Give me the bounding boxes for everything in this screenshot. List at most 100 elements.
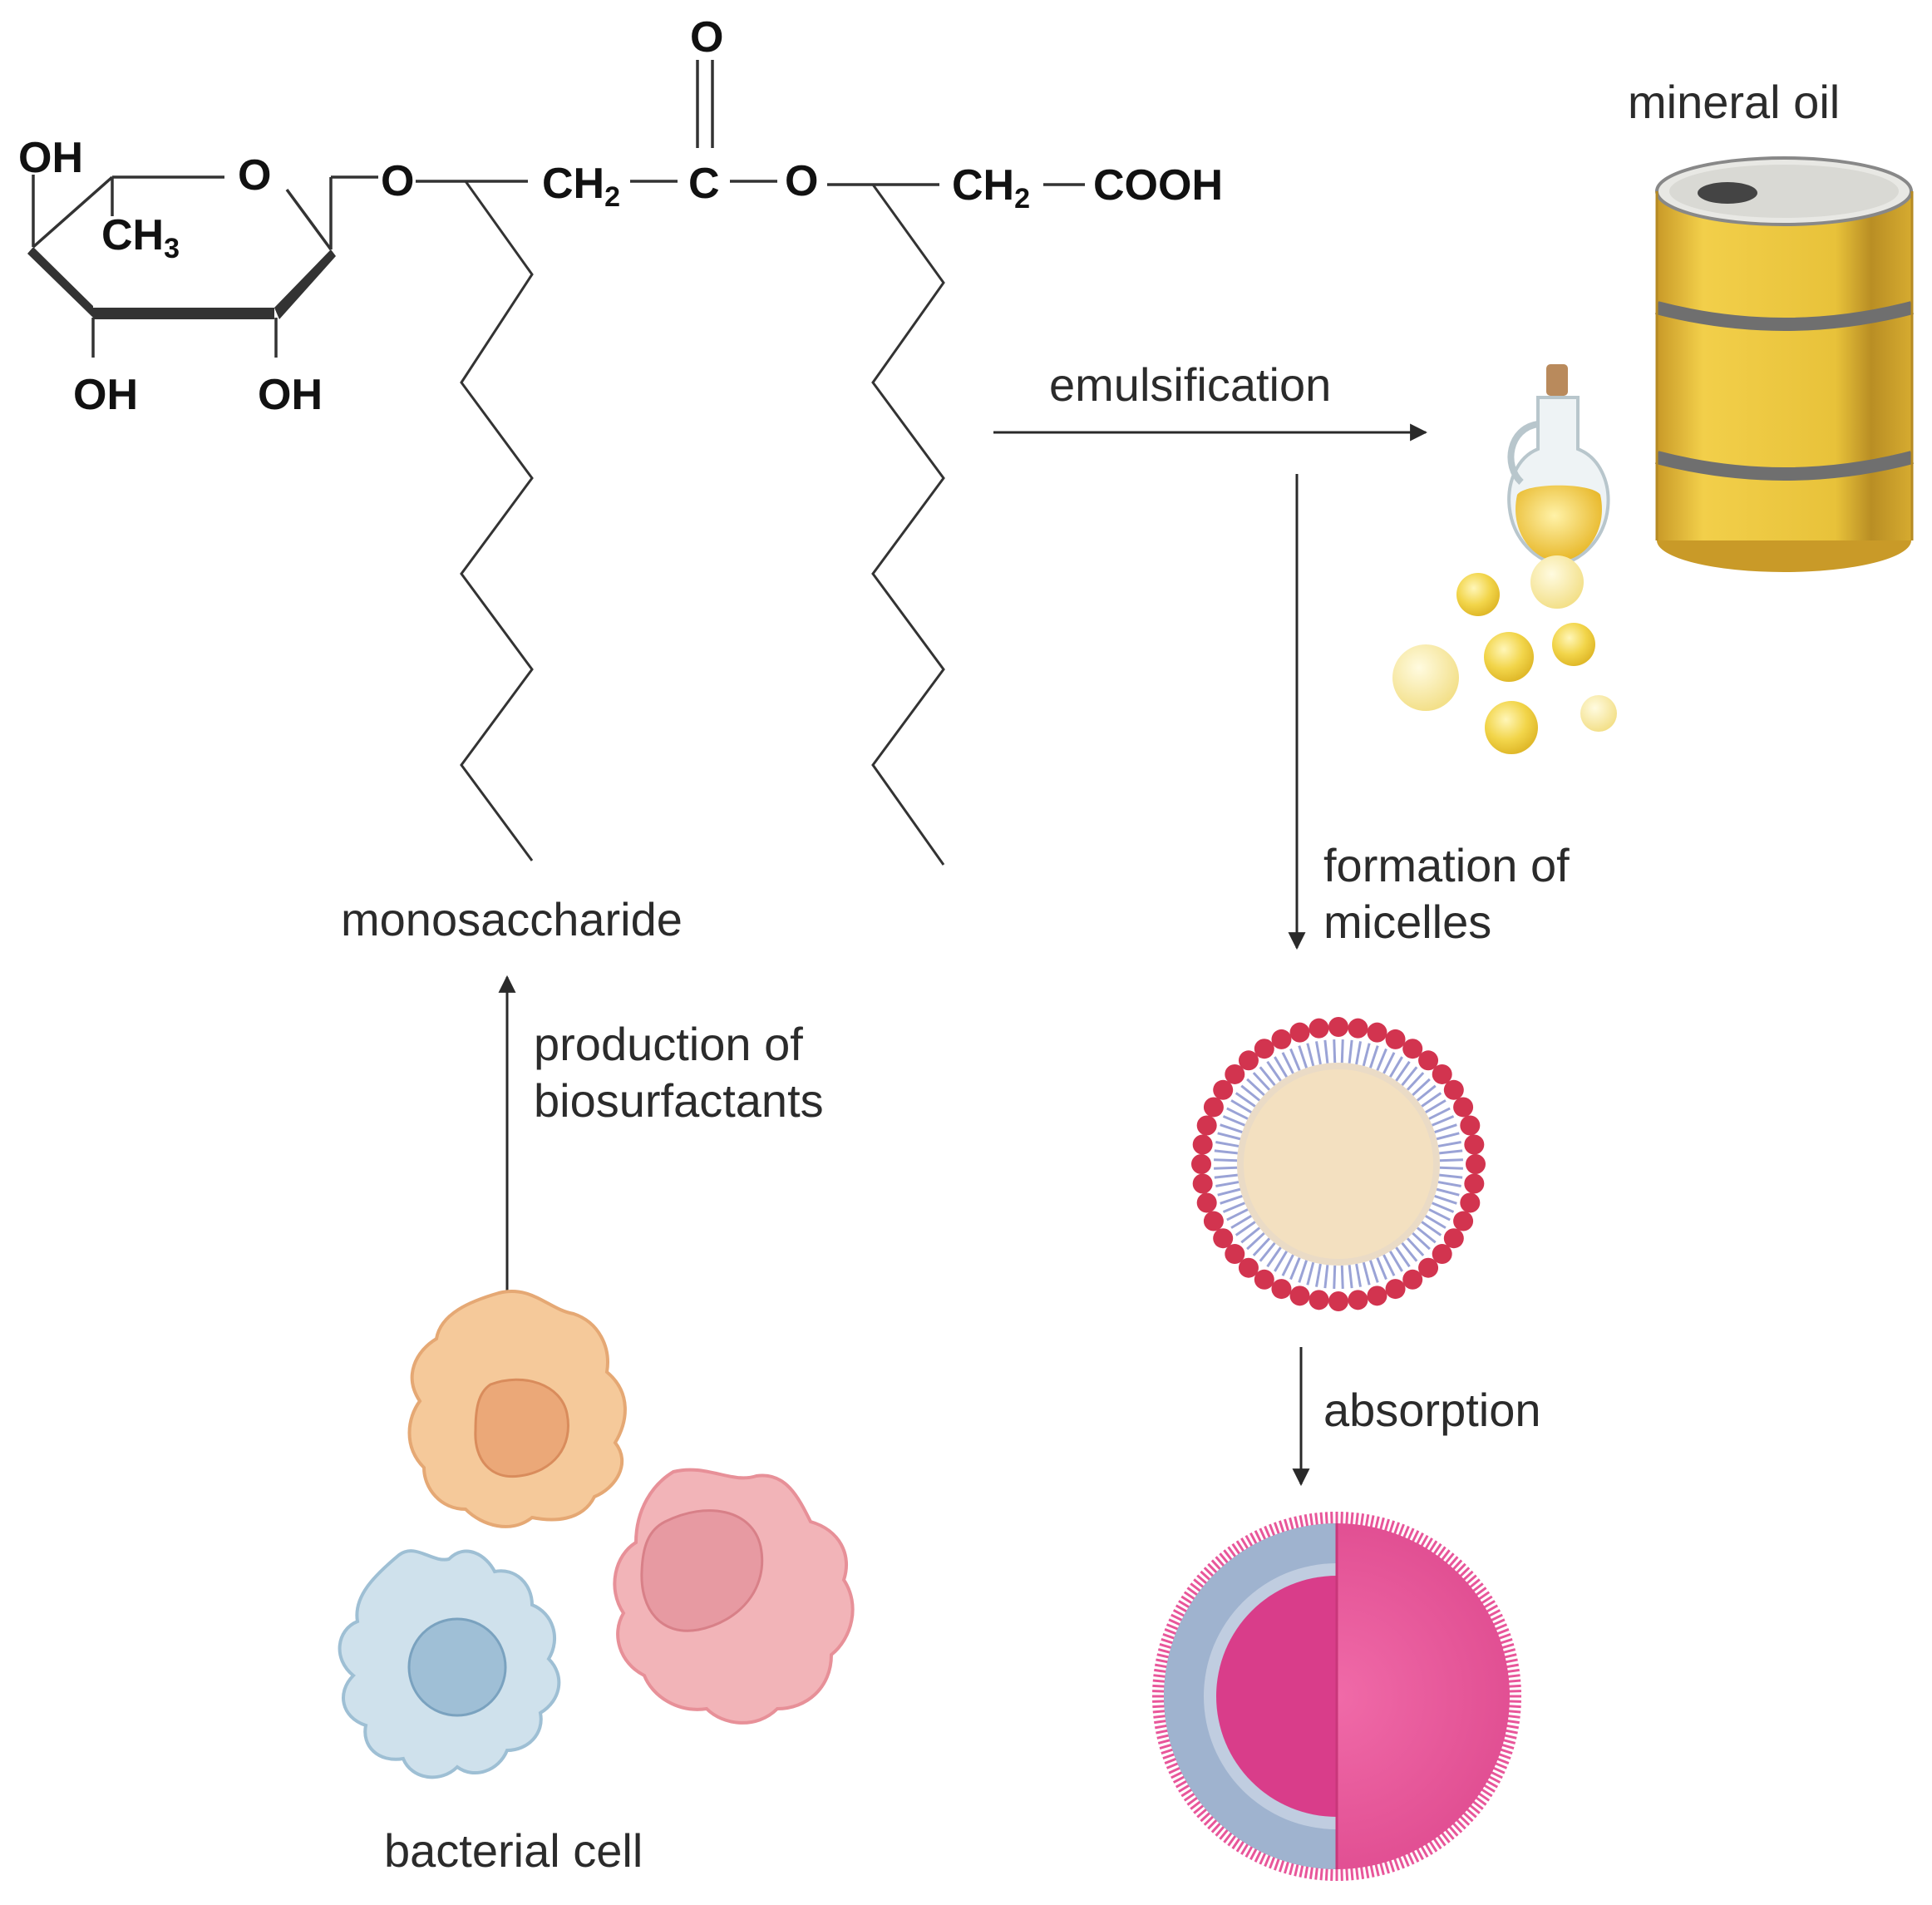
micelle-head: [1203, 1211, 1224, 1231]
micelle-head: [1192, 1173, 1213, 1194]
micelle-tail: [1314, 1041, 1322, 1065]
micelle-head: [1254, 1039, 1274, 1059]
micelle-head: [1348, 1018, 1368, 1039]
micelle-tail: [1362, 1261, 1371, 1286]
micelle-tail: [1214, 1166, 1238, 1170]
micelle-tail: [1235, 1221, 1256, 1236]
micelle-tail: [1217, 1187, 1241, 1197]
micelle-head: [1289, 1022, 1310, 1043]
micelle-head: [1196, 1115, 1217, 1136]
micelle-tail: [1434, 1123, 1457, 1133]
ring-oxygen-label: O: [238, 151, 271, 200]
micelle-tail: [1230, 1099, 1252, 1113]
micelle-head: [1309, 1018, 1329, 1039]
cooh-label: COOH: [1093, 161, 1223, 210]
micelle-tail: [1439, 1158, 1463, 1162]
bacterial-cell-label: bacterial cell: [384, 1824, 643, 1877]
micelle-tail: [1348, 1265, 1353, 1289]
micelle-tail: [1274, 1251, 1288, 1272]
micelle-tail: [1230, 1215, 1252, 1229]
micelle-tail: [1389, 1056, 1403, 1078]
micelle-tail: [1369, 1045, 1379, 1068]
micelle-tail: [1340, 1265, 1344, 1289]
formation-label: formation of micelles: [1323, 839, 1582, 948]
micelle-head: [1225, 1064, 1245, 1084]
micelle-tail: [1289, 1048, 1301, 1071]
micelle-tail: [1298, 1260, 1308, 1283]
ester-oxygen-1-label: O: [381, 157, 414, 205]
micelle-head: [1203, 1097, 1224, 1118]
micelle-tail: [1416, 1084, 1437, 1102]
micelle-head: [1385, 1279, 1406, 1300]
micelle-tail: [1401, 1066, 1418, 1087]
micelle-tail: [1266, 1060, 1282, 1082]
micelle-tail: [1416, 1226, 1437, 1244]
micelle-tail: [1395, 1246, 1411, 1268]
micelle-tail: [1389, 1251, 1403, 1272]
micelle-tail: [1222, 1115, 1245, 1127]
micelle-tail: [1259, 1066, 1276, 1087]
micelle-head: [1453, 1211, 1474, 1231]
micelle-head: [1453, 1097, 1474, 1118]
micelle-tail: [1240, 1226, 1261, 1244]
micelle-head: [1460, 1115, 1481, 1136]
micelle-head: [1309, 1290, 1329, 1310]
micelle-head: [1238, 1050, 1259, 1071]
micelle-tail: [1439, 1149, 1463, 1155]
micelle-tail: [1355, 1263, 1363, 1287]
micelle-tail: [1436, 1132, 1460, 1141]
micelle-tail: [1306, 1043, 1315, 1067]
micelle-head: [1289, 1286, 1310, 1306]
micelle-head: [1192, 1134, 1213, 1155]
micelle-tail: [1412, 1078, 1431, 1097]
micelle-head: [1213, 1228, 1234, 1249]
micelle-head: [1464, 1134, 1485, 1155]
alkyl-chain-1: [460, 180, 534, 861]
micelle-tail: [1369, 1260, 1379, 1283]
micelle-tail: [1220, 1123, 1243, 1133]
micelle-tail: [1298, 1045, 1308, 1068]
micelle-tail: [1323, 1265, 1329, 1289]
oh-right-label: OH: [258, 371, 323, 419]
micelle-tail: [1428, 1107, 1451, 1120]
micelle-head: [1254, 1269, 1274, 1290]
micelle-tail: [1252, 1072, 1271, 1091]
micelle-tail: [1439, 1173, 1463, 1179]
monosaccharide-label: monosaccharide: [341, 893, 683, 945]
micelle-head: [1402, 1039, 1423, 1059]
micelle-head: [1238, 1257, 1259, 1278]
micelle-tail: [1226, 1107, 1249, 1120]
micelle-tail: [1333, 1265, 1337, 1289]
micelle-head: [1418, 1050, 1439, 1071]
micelle-tail: [1376, 1048, 1387, 1071]
micelle-head: [1196, 1192, 1217, 1213]
micelle-tail: [1340, 1039, 1344, 1064]
sugar-ring: [27, 175, 378, 358]
micelle-tail: [1314, 1263, 1322, 1287]
micelle-head: [1348, 1290, 1368, 1310]
micelle-tail: [1215, 1140, 1240, 1147]
micelle-tail: [1401, 1241, 1418, 1262]
micelle-head: [1271, 1279, 1292, 1300]
micelle-head: [1432, 1244, 1452, 1265]
micelle-head: [1418, 1257, 1439, 1278]
micelle-tail: [1259, 1241, 1276, 1262]
oh-top-label: OH: [18, 134, 83, 182]
micelle-tail: [1425, 1215, 1447, 1229]
micelle-tail: [1421, 1221, 1442, 1236]
micelle-tail: [1425, 1099, 1447, 1113]
micelle-tail: [1437, 1181, 1461, 1188]
mineral-oil-label: mineral oil: [1628, 76, 1840, 128]
micelle-tail: [1437, 1140, 1461, 1147]
micelle-tail: [1214, 1173, 1238, 1179]
rhamnolipid-structure: OH O CH3 OH OH O CH2 C O O CH2 COOH: [18, 13, 1223, 866]
micelle-tail: [1362, 1043, 1371, 1067]
micelle-tail: [1382, 1052, 1396, 1074]
micelle-icon: [1190, 1016, 1486, 1312]
oil-droplets: [1392, 555, 1617, 754]
micelle-tail: [1376, 1257, 1387, 1281]
micelle-tail: [1215, 1181, 1240, 1188]
micelle-head: [1466, 1154, 1486, 1174]
